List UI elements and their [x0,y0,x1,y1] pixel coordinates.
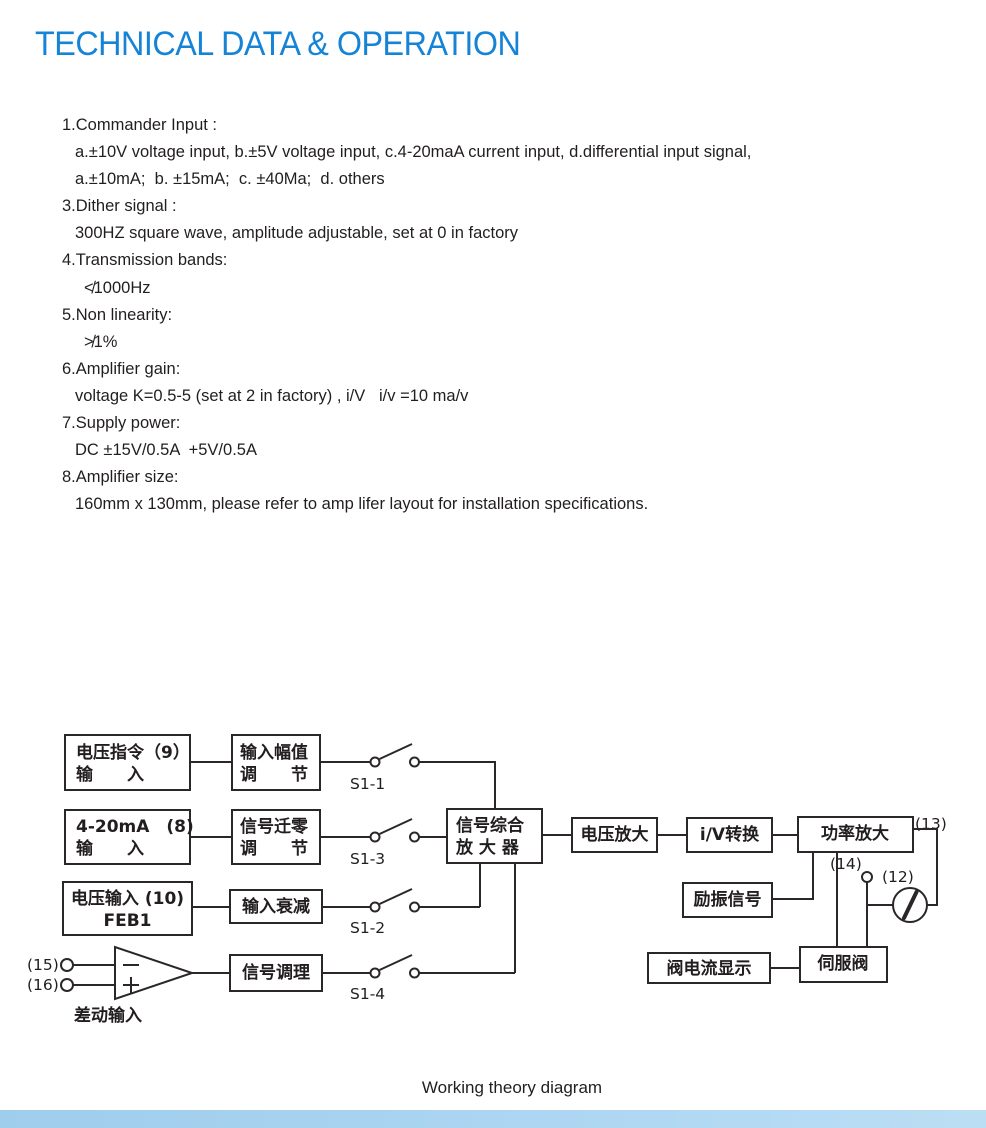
box-servo-valve-label: 伺服阀 [817,953,869,974]
box-signal-zero-shift-line2: 调 节 [240,838,308,859]
box-input-amplitude-line2: 调 节 [240,764,308,785]
spec-list: 1.Commander Input : a.±10V voltage input… [0,112,986,518]
box-voltage-command: 电压指令（9） 输 入 [64,734,191,791]
box-input-attenuation: 输入衰减 [229,889,323,924]
switch-s1-2-label: S1-2 [350,919,385,937]
spec-item-6: 6.Amplifier gain: [62,359,181,378]
box-current-input-line1: 4-20mA (8) [76,817,194,837]
box-voltage-input-feb: 电压输入 (10) FEB1 [62,881,193,936]
spec-item-8: 8.Amplifier size: [62,468,179,487]
terminal-13-label: (13) [915,815,947,833]
plus-sign-icon [123,977,139,993]
terminal-12-label: (12) [882,868,914,886]
spec-item-5a: ≯1% [84,332,118,351]
box-input-amplitude-line1: 输入幅值 [240,742,308,763]
page-title: TECHNICAL DATA & OPERATION [35,24,546,64]
switch-s1-4: S1-4 [322,954,515,1003]
box-signal-conditioning-label: 信号调理 [242,962,310,983]
switch-s1-2: S1-2 [322,888,480,937]
box-current-input-line2: 输 入 [76,838,144,859]
box-input-amplitude: 输入幅值 调 节 [231,734,321,791]
wire [913,828,938,906]
spec-item-4: 4.Transmission bands: [62,251,228,270]
box-signal-synth-amp-line1: 信号综合 [456,815,525,836]
box-signal-conditioning: 信号调理 [229,954,323,992]
terminal-16: (16) [27,976,74,994]
switch-s1-1: S1-1 [320,743,496,809]
terminal-16-label: (16) [27,976,59,994]
switch-s1-3: S1-3 [320,818,447,868]
box-valve-current-display-label: 阀电流显示 [667,958,752,979]
box-iv-convert: i/V转换 [686,817,773,853]
diagram-svg: 电压指令（9） 输 入 输入幅值 调 节 S1-1 4-20mA (8) 输 入… [27,734,947,1026]
terminal-15: (15) [27,956,74,974]
current-meter-icon [892,887,928,923]
spec-item-7: 7.Supply power: [62,414,181,433]
spec-item-1a: a.±10V voltage input, b.±5V voltage inpu… [75,143,752,162]
box-voltage-command-line2: 输 入 [76,764,144,785]
spec-item-3: 3.Dither signal : [62,197,177,216]
terminal-12: (12) [861,868,914,886]
box-signal-synth-amp-line2: 放 大 器 [455,837,520,858]
working-theory-diagram: 电压指令（9） 输 入 输入幅值 调 节 S1-1 4-20mA (8) 输 入… [0,718,986,1048]
box-signal-zero-shift: 信号迁零 调 节 [231,809,321,865]
opamp-triangle [114,945,196,1001]
switch-s1-4-label: S1-4 [350,985,385,1003]
diff-input-label: 差动输入 [74,1005,142,1026]
switch-s1-3-label: S1-3 [350,850,385,868]
box-valve-current-display: 阀电流显示 [647,952,771,984]
diagram-caption: Working theory diagram [421,1078,603,1097]
page-title-text: TECHNICAL DATA & OPERATION [35,25,521,63]
box-servo-valve: 伺服阀 [799,946,888,983]
box-input-attenuation-label: 输入衰减 [242,896,310,917]
box-excitation-signal: 励振信号 [682,882,773,918]
box-signal-zero-shift-line1: 信号迁零 [240,816,309,837]
switch-s1-1-label: S1-1 [350,775,385,793]
spec-item-6a: voltage K=0.5-5 (set at 2 in factory) , … [75,386,469,405]
box-voltage-input-feb-line1: 电压输入 (10) [71,888,184,909]
spec-item-1: 1.Commander Input : [62,116,217,134]
box-current-input: 4-20mA (8) 输 入 [64,809,194,865]
box-iv-convert-label: i/V转换 [700,824,760,845]
spec-item-7a: DC ±15V/0.5A +5V/0.5A [75,441,257,460]
box-excitation-signal-label: 励振信号 [694,889,762,910]
spec-item-8a: 160mm x 130mm, please refer to amp lifer… [75,495,649,514]
box-power-amp-label: 功率放大 [821,823,889,844]
box-signal-synth-amp: 信号综合 放 大 器 [446,808,543,864]
footer-accent-bar [0,1110,986,1128]
box-voltage-command-line1: 电压指令（9） [76,742,190,763]
box-voltage-amp: 电压放大 [571,817,658,853]
box-voltage-amp-label: 电压放大 [581,824,649,845]
spec-item-5: 5.Non linearity: [62,305,173,324]
box-power-amp: 功率放大 [797,816,914,853]
spec-item-4a: ≮1000Hz [84,278,151,297]
terminal-15-label: (15) [27,956,59,974]
box-voltage-input-feb-line2: FEB1 [103,911,151,931]
terminal-14-label: (14) [830,855,862,873]
wire [772,852,814,900]
spec-item-3a: 300HZ square wave, amplitude adjustable,… [75,224,518,243]
spec-item-1b: a.±10mA; b. ±15mA; c. ±40Ma; d. others [75,170,385,189]
